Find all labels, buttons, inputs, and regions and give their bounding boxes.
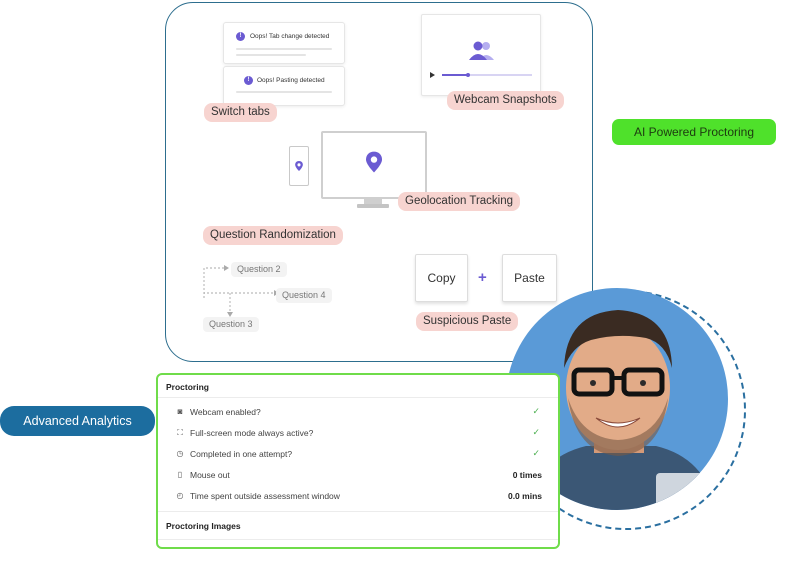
paste-key: Paste	[502, 254, 557, 302]
table-row: ◷ Completed in one attempt? ✓	[158, 445, 558, 465]
table-row: ▯ Mouse out 0 times	[158, 466, 558, 486]
clock-icon: ◷	[176, 449, 184, 458]
row-label: Webcam enabled?	[190, 407, 261, 417]
timer-icon: ◴	[176, 491, 184, 500]
check-icon: ✓	[532, 427, 540, 437]
question-chip: Question 2	[231, 262, 287, 277]
divider	[158, 539, 558, 540]
mouse-icon: ▯	[177, 470, 183, 479]
table-row: ◴ Time spent outside assessment window 0…	[158, 487, 558, 507]
monitor-stand	[364, 197, 382, 204]
person-photo	[526, 310, 728, 510]
pasting-alert: ! Oops! Pasting detected	[223, 66, 345, 106]
question-chip: Question 4	[276, 288, 332, 303]
row-label: Mouse out	[190, 470, 230, 480]
location-pin-icon	[366, 151, 382, 173]
geolocation-tracking-label: Geolocation Tracking	[398, 192, 521, 211]
video-progress	[430, 72, 532, 78]
tab-change-alert: ! Oops! Tab change detected	[223, 22, 345, 64]
webcam-preview	[421, 14, 541, 96]
proctoring-images-title: Proctoring Images	[166, 521, 241, 531]
divider	[158, 511, 558, 512]
users-icon	[469, 41, 494, 60]
alert-line	[236, 54, 306, 56]
ai-powered-proctoring-badge: AI Powered Proctoring	[612, 119, 776, 145]
check-icon: ✓	[532, 406, 540, 416]
section-title: Proctoring	[166, 382, 209, 392]
proctoring-analytics-card: Proctoring ◙ Webcam enabled? ✓ ⛶ Full-sc…	[156, 373, 560, 549]
check-icon: ✓	[532, 448, 540, 458]
row-label: Full-screen mode always active?	[190, 428, 314, 438]
copy-key: Copy	[415, 254, 468, 302]
phone-device	[289, 146, 309, 186]
webcam-snapshots-label: Webcam Snapshots	[447, 91, 564, 110]
advanced-analytics-badge: Advanced Analytics	[0, 406, 155, 436]
question-randomization-label: Question Randomization	[203, 226, 343, 245]
switch-tabs-label: Switch tabs	[204, 103, 277, 122]
suspicious-paste-label: Suspicious Paste	[416, 312, 519, 331]
row-value: 0.0 mins	[507, 491, 542, 501]
monitor-base	[357, 204, 389, 208]
divider	[158, 397, 558, 398]
location-pin-icon	[295, 161, 303, 171]
alert-line	[236, 91, 332, 93]
row-label: Completed in one attempt?	[190, 449, 293, 459]
webcam-icon: ◙	[177, 407, 183, 416]
plus-sign: +	[478, 269, 487, 286]
row-value: 0 times	[512, 470, 542, 480]
monitor-device	[321, 131, 427, 199]
table-row: ⛶ Full-screen mode always active? ✓	[158, 424, 558, 444]
fullscreen-icon: ⛶	[177, 428, 183, 437]
row-label: Time spent outside assessment window	[190, 491, 340, 501]
table-row: ◙ Webcam enabled? ✓	[158, 403, 558, 423]
alert-line	[236, 48, 332, 50]
question-chip: Question 3	[203, 317, 259, 332]
alert-icon: !	[244, 76, 253, 85]
alert-text: Oops! Pasting detected	[257, 77, 325, 84]
alert-icon: !	[236, 32, 245, 41]
alert-text: Oops! Tab change detected	[250, 33, 330, 40]
